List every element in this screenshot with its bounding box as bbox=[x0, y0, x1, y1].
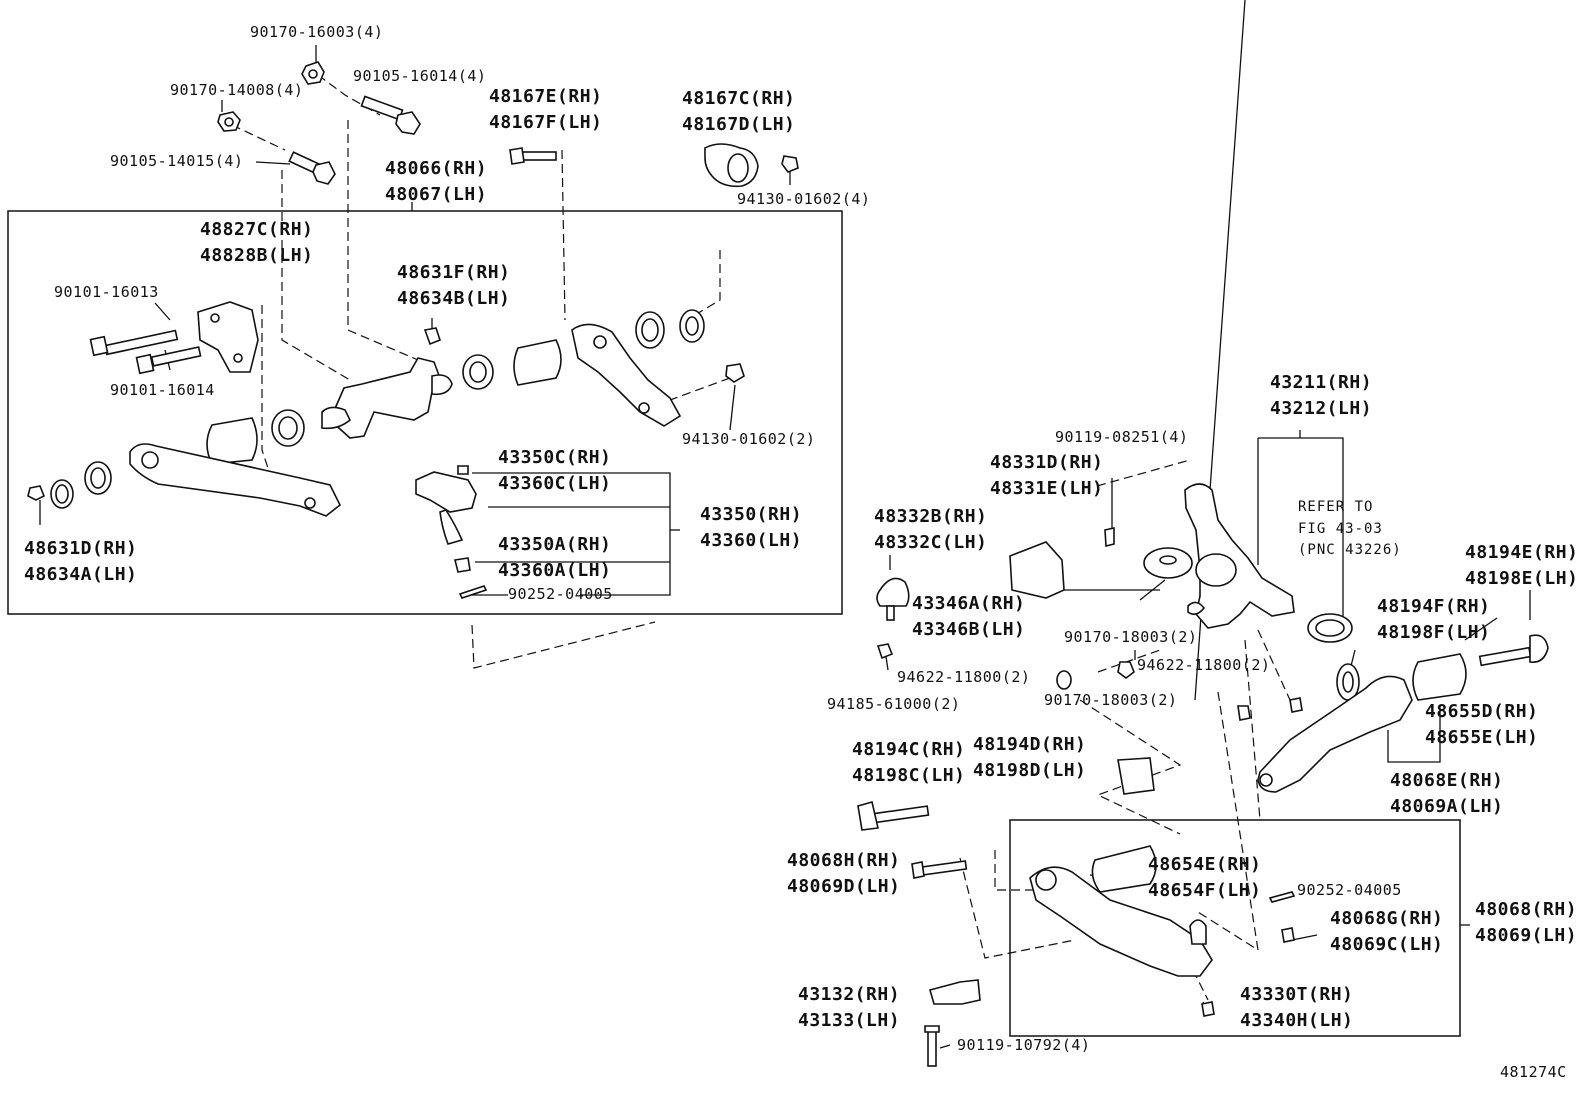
label-48194C: 48194C(RH) bbox=[852, 739, 966, 760]
lower-arm-assembly-box bbox=[1009, 819, 1461, 1037]
label-90170-16003: 90170-16003(4) bbox=[250, 23, 384, 41]
label-94130-01602-2: 94130-01602(2) bbox=[682, 430, 816, 448]
label-48198D: 48198D(LH) bbox=[973, 760, 1087, 781]
label-48634B: 48634B(LH) bbox=[397, 288, 511, 309]
label-48194D: 48194D(RH) bbox=[973, 734, 1087, 755]
label-90170-18003-b: 90170-18003(2) bbox=[1044, 691, 1178, 709]
label-43350A: 43350A(RH) bbox=[498, 534, 612, 555]
label-48827C: 48827C(RH) bbox=[200, 219, 314, 240]
refer-to-line2: FIG 43-03 bbox=[1298, 521, 1383, 537]
label-48167C: 48167C(RH) bbox=[682, 88, 796, 109]
diagram-id: 481274C bbox=[1500, 1063, 1567, 1081]
label-48067: 48067(LH) bbox=[385, 184, 488, 205]
label-48069: 48069(LH) bbox=[1475, 925, 1578, 946]
label-48069D: 48069D(LH) bbox=[787, 876, 901, 897]
label-48654E: 48654E(RH) bbox=[1148, 854, 1262, 875]
label-43350: 43350(RH) bbox=[700, 504, 803, 525]
label-43340H: 43340H(LH) bbox=[1240, 1010, 1354, 1031]
label-48198C: 48198C(LH) bbox=[852, 765, 966, 786]
label-94622-11800-b: 94622-11800(2) bbox=[1137, 656, 1271, 674]
label-48631D: 48631D(RH) bbox=[24, 538, 138, 559]
label-43330T: 43330T(RH) bbox=[1240, 984, 1354, 1005]
label-43211: 43211(RH) bbox=[1270, 372, 1373, 393]
label-43346A: 43346A(RH) bbox=[912, 593, 1026, 614]
label-48167E: 48167E(RH) bbox=[489, 86, 603, 107]
label-48068H: 48068H(RH) bbox=[787, 850, 901, 871]
label-43132: 43132(RH) bbox=[798, 984, 901, 1005]
label-90105-16014: 90105-16014(4) bbox=[353, 67, 487, 85]
label-90119-10792: 90119-10792(4) bbox=[957, 1036, 1091, 1054]
label-43360C: 43360C(LH) bbox=[498, 473, 612, 494]
label-48332B: 48332B(RH) bbox=[874, 506, 988, 527]
label-48069A: 48069A(LH) bbox=[1390, 796, 1504, 817]
label-48068: 48068(RH) bbox=[1475, 899, 1578, 920]
label-48655E: 48655E(LH) bbox=[1425, 727, 1539, 748]
label-94130-01602-4: 94130-01602(4) bbox=[737, 190, 871, 208]
label-43360: 43360(LH) bbox=[700, 530, 803, 551]
label-90252-04005-upper: 90252-04005 bbox=[508, 585, 613, 603]
label-43346B: 43346B(LH) bbox=[912, 619, 1026, 640]
label-90170-14008: 90170-14008(4) bbox=[170, 81, 304, 99]
label-48631F: 48631F(RH) bbox=[397, 262, 511, 283]
label-48198F: 48198F(LH) bbox=[1377, 622, 1491, 643]
label-48194E: 48194E(RH) bbox=[1465, 542, 1579, 563]
label-48167F: 48167F(LH) bbox=[489, 112, 603, 133]
label-48654F: 48654F(LH) bbox=[1148, 880, 1262, 901]
label-48331D: 48331D(RH) bbox=[990, 452, 1104, 473]
label-48167D: 48167D(LH) bbox=[682, 114, 796, 135]
label-90252-04005-lower: 90252-04005 bbox=[1297, 881, 1402, 899]
label-48198E: 48198E(LH) bbox=[1465, 568, 1579, 589]
label-48068G: 48068G(RH) bbox=[1330, 908, 1444, 929]
label-43133: 43133(LH) bbox=[798, 1010, 901, 1031]
label-48655D: 48655D(RH) bbox=[1425, 701, 1539, 722]
label-48634A: 48634A(LH) bbox=[24, 564, 138, 585]
label-48331E: 48331E(LH) bbox=[990, 478, 1104, 499]
label-48194F: 48194F(RH) bbox=[1377, 596, 1491, 617]
label-48066: 48066(RH) bbox=[385, 158, 488, 179]
label-94622-11800-a: 94622-11800(2) bbox=[897, 668, 1031, 686]
label-43360A: 43360A(LH) bbox=[498, 560, 612, 581]
refer-to-line1: REFER TO bbox=[1298, 499, 1374, 515]
refer-to-line3: (PNC 43226) bbox=[1298, 542, 1402, 558]
label-48069C: 48069C(LH) bbox=[1330, 934, 1444, 955]
label-90119-08251: 90119-08251(4) bbox=[1055, 428, 1189, 446]
label-94185-61000: 94185-61000(2) bbox=[827, 695, 961, 713]
label-48068E: 48068E(RH) bbox=[1390, 770, 1504, 791]
label-48332C: 48332C(LH) bbox=[874, 532, 988, 553]
label-48828B: 48828B(LH) bbox=[200, 245, 314, 266]
label-90101-16014: 90101-16014 bbox=[110, 381, 215, 399]
label-90105-14015: 90105-14015(4) bbox=[110, 152, 244, 170]
label-90170-18003-a: 90170-18003(2) bbox=[1064, 628, 1198, 646]
label-90101-16013: 90101-16013 bbox=[54, 283, 159, 301]
label-43212: 43212(LH) bbox=[1270, 398, 1373, 419]
upper-arm-assembly-box bbox=[7, 210, 843, 615]
label-43350C: 43350C(RH) bbox=[498, 447, 612, 468]
